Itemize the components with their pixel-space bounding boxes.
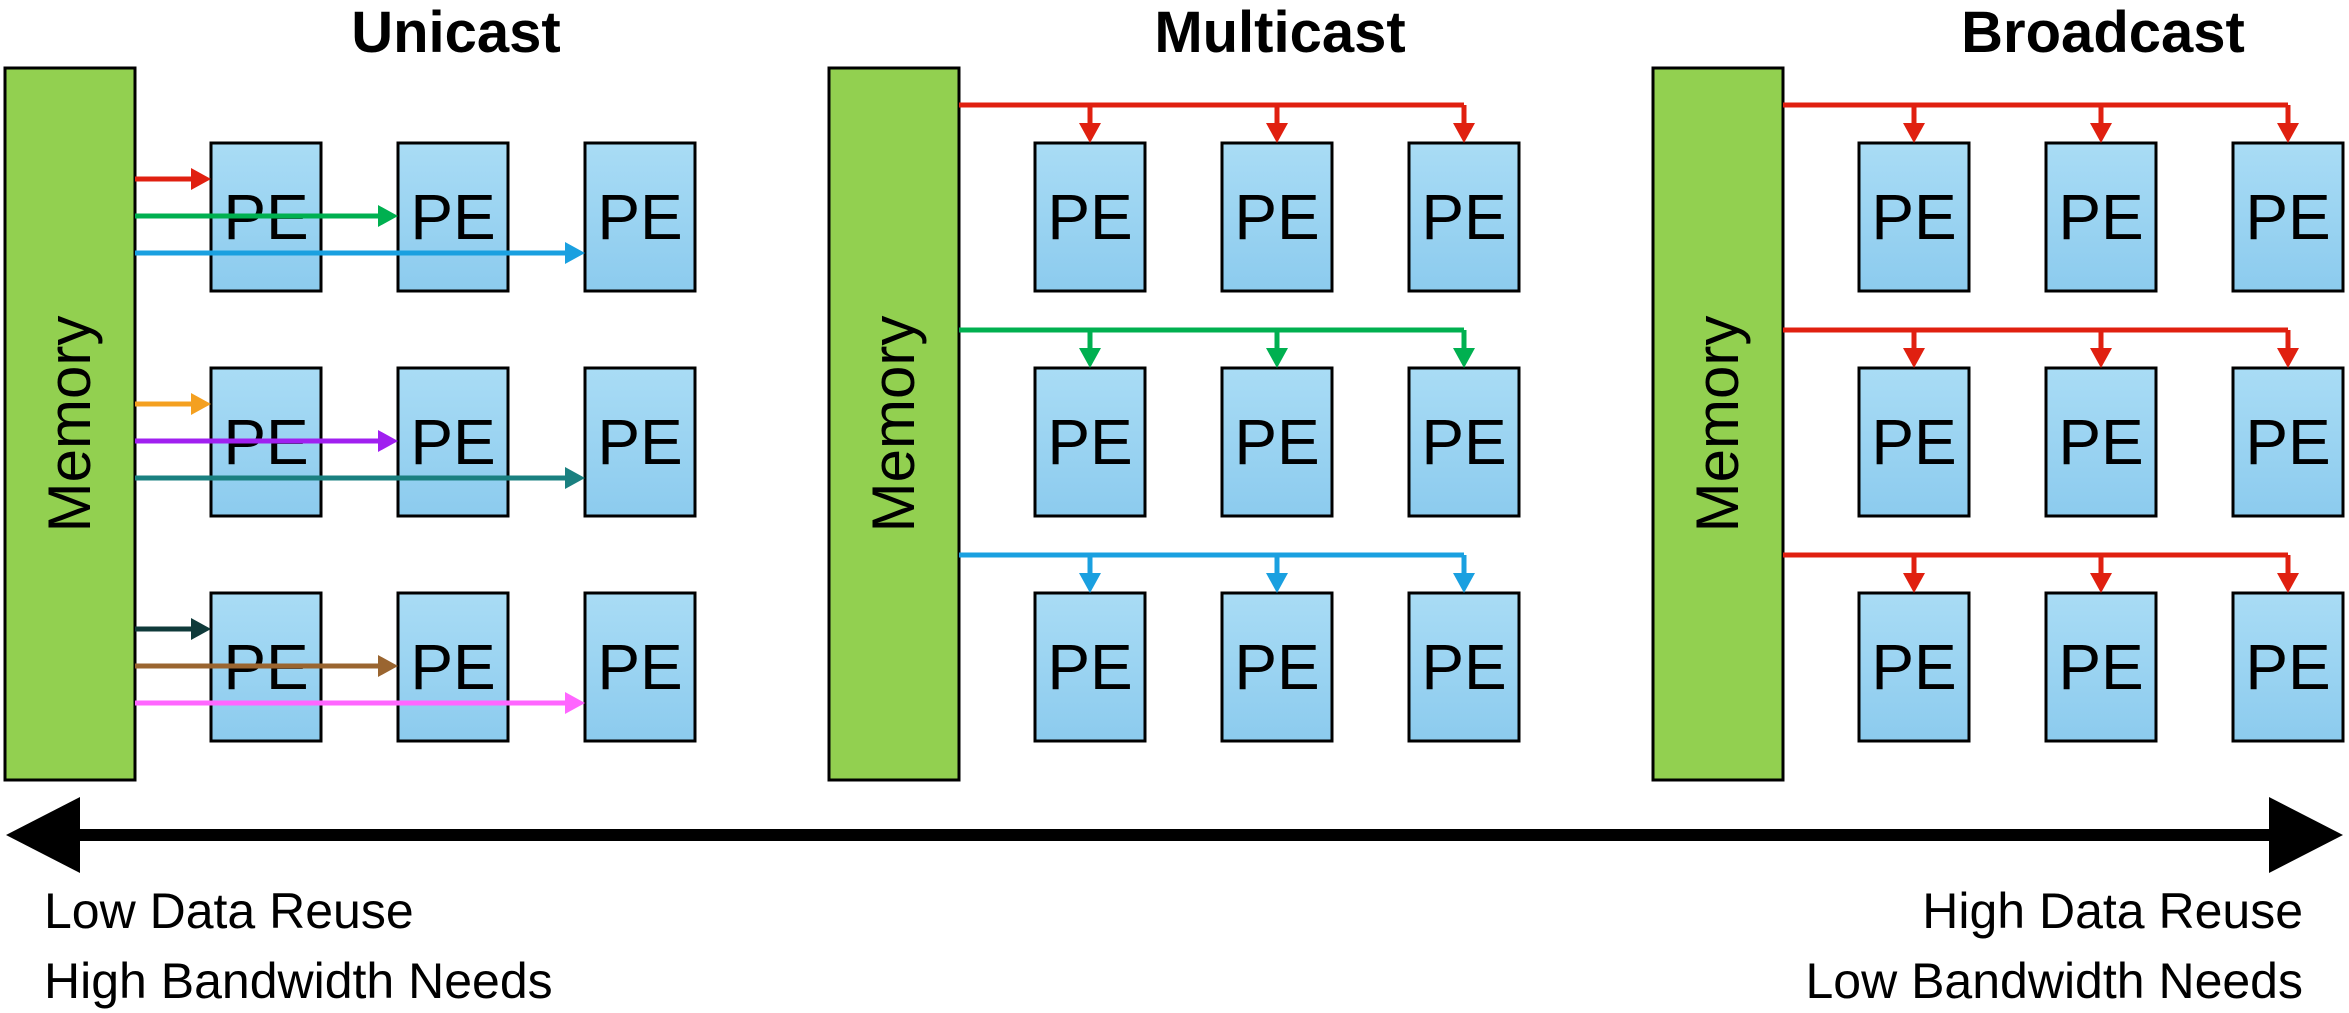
multicast-pe-r2-c1: [1220, 591, 1334, 743]
broadcast-pe-label-r0-c0: PE: [1871, 181, 1956, 253]
broadcast-pe-label-r2-c2: PE: [2245, 631, 2330, 703]
broadcast-drop-arrowhead-r2-c0: [1903, 573, 1925, 593]
multicast-memory-label: Memory: [860, 316, 927, 533]
reuse-axis: [6, 797, 2343, 873]
right-caption-line1: High Data Reuse: [1922, 883, 2303, 939]
broadcast-title: Broadcast: [1961, 0, 2245, 65]
multicast-drop-arrowhead-r2-c2: [1453, 573, 1475, 593]
multicast-drop-arrowhead-r2-c0: [1079, 573, 1101, 593]
multicast-pe-label-r1-c1: PE: [1234, 406, 1319, 478]
multicast-pe-r1-c0: [1033, 366, 1147, 518]
multicast-pe-r1-c2: [1407, 366, 1521, 518]
broadcast-drop-arrowhead-r2-c2: [2277, 573, 2299, 593]
unicast-link-arrowhead-5: [565, 467, 585, 489]
unicast-pe-r2-c1: [396, 591, 510, 743]
broadcast-drop-arrowhead-r1-c2: [2277, 348, 2299, 368]
unicast-pe-label-r2-c2: PE: [597, 631, 682, 703]
multicast-drop-arrowhead-r0-c1: [1266, 123, 1288, 143]
multicast-drop-arrowhead-r0-c0: [1079, 123, 1101, 143]
broadcast-pe-label-r2-c0: PE: [1871, 631, 1956, 703]
broadcast-drop-arrowhead-r0-c1: [2090, 123, 2112, 143]
broadcast-pe-r0-c2: [2231, 141, 2345, 293]
right-caption-line2: Low Bandwidth Needs: [1805, 953, 2303, 1009]
broadcast-pe-r2-c1: [2044, 591, 2158, 743]
left-caption-line1: Low Data Reuse: [44, 883, 414, 939]
multicast-pe-r2-c2: [1407, 591, 1521, 743]
multicast-drop-arrowhead-r1-c2: [1453, 348, 1475, 368]
multicast-drop-arrowhead-r1-c1: [1266, 348, 1288, 368]
multicast-pe-label-r0-c0: PE: [1047, 181, 1132, 253]
multicast-pe-label-r1-c2: PE: [1421, 406, 1506, 478]
multicast-pe-r0-c0: [1033, 141, 1147, 293]
unicast-pe-label-r0-c1: PE: [410, 181, 495, 253]
unicast-link-arrowhead-8: [565, 692, 585, 714]
unicast-memory-block: [3, 66, 137, 782]
unicast-memory-label: Memory: [36, 316, 103, 533]
broadcast-pe-r0-c0: [1857, 141, 1971, 293]
unicast-pe-r1-c1: [396, 366, 510, 518]
broadcast-drop-arrowhead-r0-c0: [1903, 123, 1925, 143]
multicast-drop-arrowhead-r0-c2: [1453, 123, 1475, 143]
unicast-link-arrowhead-7: [378, 655, 398, 677]
broadcast-pe-label-r2-c1: PE: [2058, 631, 2143, 703]
unicast-pe-r2-c2: [583, 591, 697, 743]
unicast-link-arrowhead-2: [565, 242, 585, 264]
multicast-memory-block: [827, 66, 961, 782]
unicast-title: Unicast: [351, 0, 561, 65]
multicast-pe-label-r2-c2: PE: [1421, 631, 1506, 703]
broadcast-pe-r2-c2: [2231, 591, 2345, 743]
unicast-link-arrowhead-0: [191, 168, 211, 190]
unicast-link-arrowhead-4: [378, 430, 398, 452]
broadcast-pe-label-r1-c1: PE: [2058, 406, 2143, 478]
broadcast-pe-r1-c2: [2231, 366, 2345, 518]
multicast-pe-label-r1-c0: PE: [1047, 406, 1132, 478]
broadcast-pe-r2-c0: [1857, 591, 1971, 743]
axis-left-arrowhead: [6, 797, 80, 873]
unicast-pe-r0-c2: [583, 141, 697, 293]
unicast-link-arrowhead-1: [378, 205, 398, 227]
broadcast-pe-label-r0-c1: PE: [2058, 181, 2143, 253]
multicast-title: Multicast: [1154, 0, 1405, 65]
broadcast-pe-label-r0-c2: PE: [2245, 181, 2330, 253]
unicast-pe-label-r2-c1: PE: [410, 631, 495, 703]
multicast-pe-label-r2-c1: PE: [1234, 631, 1319, 703]
multicast-pe-r1-c1: [1220, 366, 1334, 518]
multicast-pe-r0-c2: [1407, 141, 1521, 293]
multicast-pe-label-r0-c1: PE: [1234, 181, 1319, 253]
broadcast-drop-arrowhead-r1-c0: [1903, 348, 1925, 368]
broadcast-drop-arrowhead-r2-c1: [2090, 573, 2112, 593]
unicast-pe-r0-c1: [396, 141, 510, 293]
unicast-pe-label-r1-c1: PE: [410, 406, 495, 478]
axis-right-arrowhead: [2269, 797, 2343, 873]
unicast-pe-label-r0-c2: PE: [597, 181, 682, 253]
left-caption-line2: High Bandwidth Needs: [44, 953, 553, 1009]
broadcast-drop-arrowhead-r0-c2: [2277, 123, 2299, 143]
multicast-pe-label-r0-c2: PE: [1421, 181, 1506, 253]
broadcast-pe-label-r1-c2: PE: [2245, 406, 2330, 478]
multicast-pe-label-r2-c0: PE: [1047, 631, 1132, 703]
unicast-pe-label-r1-c2: PE: [597, 406, 682, 478]
unicast-pe-r1-c2: [583, 366, 697, 518]
multicast-drop-arrowhead-r2-c1: [1266, 573, 1288, 593]
multicast-drop-arrowhead-r1-c0: [1079, 348, 1101, 368]
broadcast-memory-block: [1651, 66, 1785, 782]
unicast-link-arrowhead-6: [191, 618, 211, 640]
broadcast-drop-arrowhead-r1-c1: [2090, 348, 2112, 368]
broadcast-memory-label: Memory: [1684, 316, 1751, 533]
broadcast-pe-label-r1-c0: PE: [1871, 406, 1956, 478]
unicast-link-arrowhead-3: [191, 393, 211, 415]
multicast-pe-r0-c1: [1220, 141, 1334, 293]
